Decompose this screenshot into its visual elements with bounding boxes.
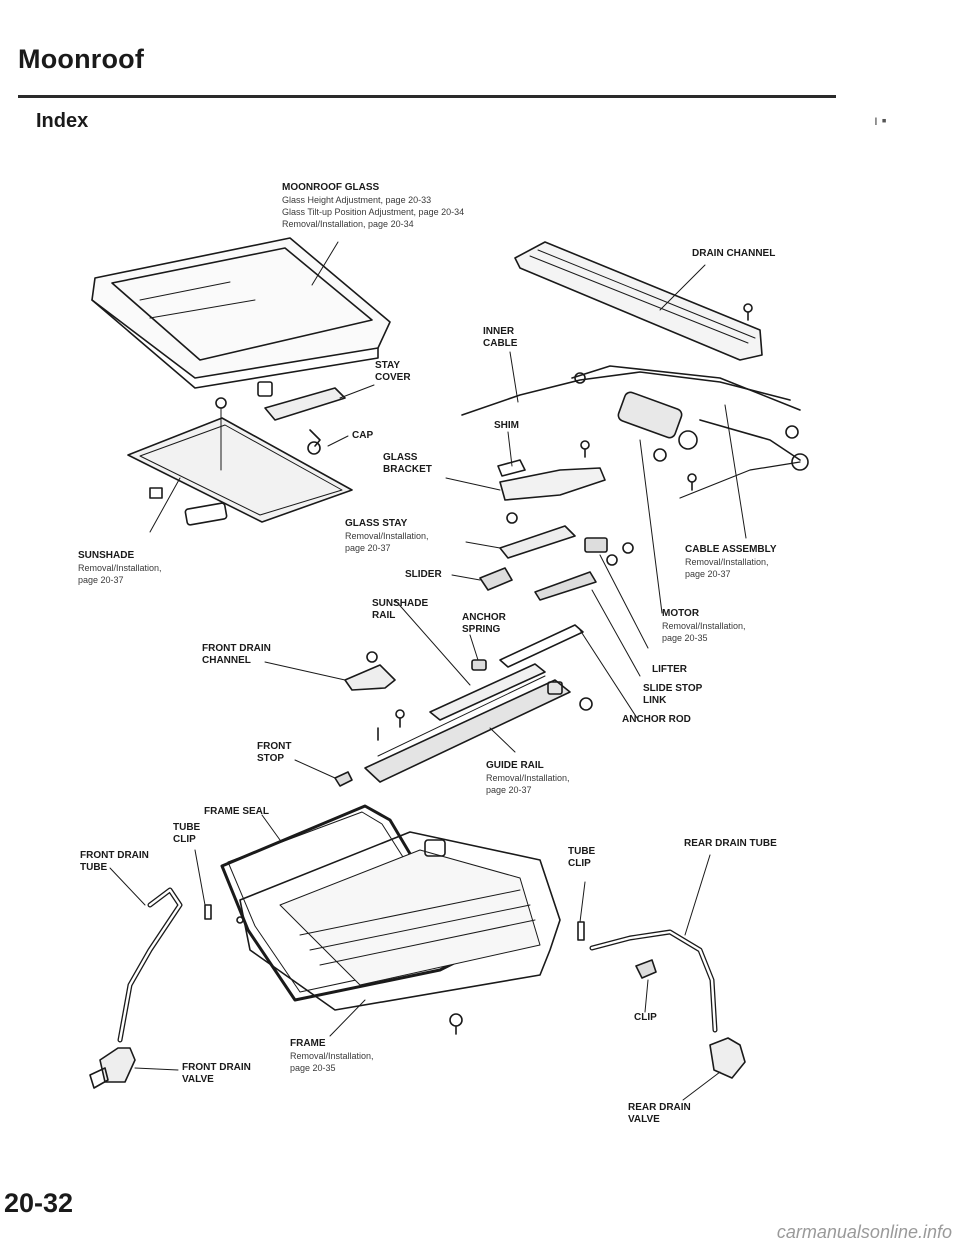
label-clip: CLIP: [634, 1012, 657, 1023]
label-cap: CAP: [352, 430, 374, 441]
label-lifter: LIFTER: [652, 664, 687, 675]
drain-channel-part: [514, 241, 763, 361]
label-rear-drain-tube: REAR DRAIN TUBE: [684, 838, 777, 849]
slider-part: [479, 537, 634, 601]
watermark: carmanualsonline.info: [776, 1222, 952, 1242]
label-cable-assembly: CABLE ASSEMBLY Removal/Installation, pag…: [685, 544, 777, 579]
frame-part: [236, 831, 561, 1035]
label-frame-seal: FRAME SEAL: [204, 806, 269, 817]
label-drain-channel: DRAIN CHANNEL: [692, 248, 776, 259]
label-front-stop: FRONT STOP: [257, 741, 292, 764]
page-title: Moonroof: [18, 44, 145, 74]
glass-stay-part: [499, 512, 576, 559]
label-tube-clip-left: TUBE CLIP: [173, 822, 201, 845]
label-anchor-rod: ANCHOR ROD: [622, 714, 691, 725]
label-glass-stay: GLASS STAY Removal/Installation, page 20…: [345, 518, 429, 553]
sunshade-part: [127, 397, 353, 526]
label-anchor-spring: ANCHOR SPRING: [462, 612, 506, 635]
label-tube-clip-right: TUBE CLIP: [568, 846, 596, 869]
title-rule: [18, 95, 836, 98]
label-inner-cable: INNER CABLE: [483, 326, 518, 349]
motor-part: [617, 391, 809, 499]
sunshade-rail-part: [471, 624, 584, 671]
front-stop-part: [334, 771, 353, 787]
stay-cover-part: [257, 381, 346, 455]
label-sunshade: SUNSHADE Removal/Installation, page 20-3…: [78, 550, 162, 585]
margin-marks: ı ▪: [874, 112, 887, 128]
front-drain-channel-part: [344, 651, 396, 691]
inner-cable-part: [461, 365, 801, 416]
label-slider: SLIDER: [405, 569, 442, 580]
rear-drain-tube-part: [577, 921, 746, 1079]
label-glass-bracket: GLASS BRACKET: [383, 452, 432, 475]
glass-bracket-part: [497, 440, 606, 501]
label-shim: SHIM: [494, 420, 519, 431]
leader-lines: [109, 241, 747, 1101]
label-rear-drain-valve: REAR DRAIN VALVE: [628, 1102, 691, 1125]
label-motor: MOTOR Removal/Installation, page 20-35: [662, 608, 746, 643]
label-slide-stop-link: SLIDE STOP LINK: [643, 683, 703, 706]
moonroof-glass-part: [91, 237, 391, 389]
label-sunshade-rail: SUNSHADE RAIL: [372, 598, 429, 621]
label-frame: FRAME Removal/Installation, page 20-35: [290, 1038, 374, 1073]
page-number: 20-32: [4, 1188, 74, 1218]
label-guide-rail: GUIDE RAIL Removal/Installation, page 20…: [486, 760, 570, 795]
label-front-drain-channel: FRONT DRAIN CHANNEL: [202, 643, 271, 666]
front-drain-tube-part: [89, 887, 212, 1089]
label-moonroof-glass: MOONROOF GLASS Glass Height Adjustment, …: [282, 182, 465, 229]
label-front-drain-tube: FRONT DRAIN TUBE: [80, 850, 149, 873]
label-stay-cover: STAY COVER: [375, 360, 411, 383]
label-front-drain-valve: FRONT DRAIN VALVE: [182, 1062, 251, 1085]
guide-rail-part: [364, 663, 593, 783]
page-subtitle: Index: [36, 110, 89, 132]
